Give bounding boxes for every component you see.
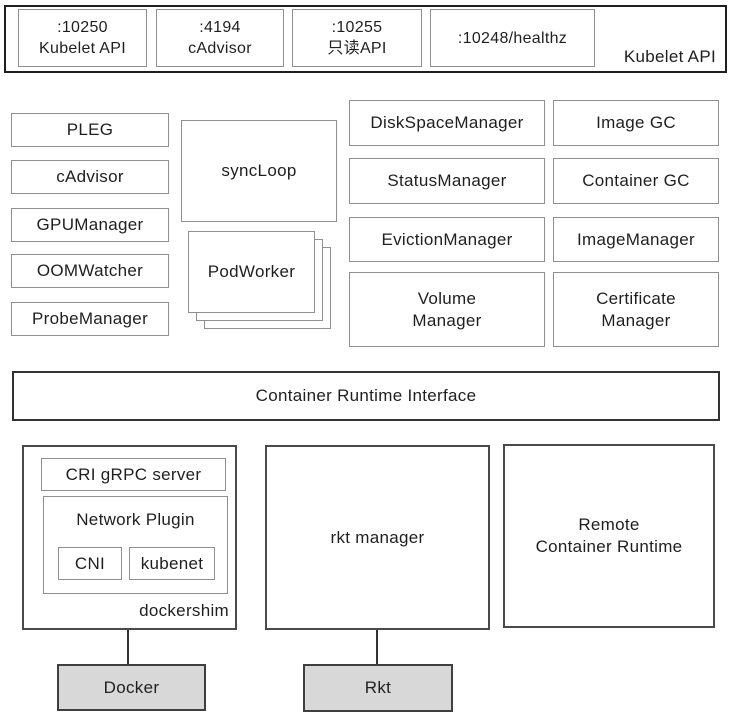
rkt-manager-box: rkt manager: [265, 445, 490, 630]
remote-container-runtime-box: Remote Container Runtime: [503, 444, 715, 628]
eviction-manager-box: EvictionManager: [349, 217, 545, 262]
pod-worker-box: PodWorker: [188, 231, 315, 313]
port-box-readonly-api: :10255 只读API: [292, 9, 422, 67]
image-gc-box: Image GC: [553, 100, 719, 146]
cri-grpc-server-box: CRI gRPC server: [41, 458, 226, 491]
rkt-box: Rkt: [303, 664, 453, 712]
kubelet-api-label: Kubelet API: [623, 47, 716, 66]
disk-space-manager-box: DiskSpaceManager: [349, 100, 545, 146]
probe-manager-box: ProbeManager: [11, 302, 169, 336]
port-box-kubelet-api: :10250 Kubelet API: [18, 9, 147, 67]
docker-box: Docker: [57, 664, 206, 711]
image-manager-box: ImageManager: [553, 217, 719, 262]
docker-connector-line: [127, 630, 129, 665]
dockershim-box: CRI gRPC server Network Plugin CNI kuben…: [22, 445, 237, 630]
cadvisor-box: cAdvisor: [11, 160, 169, 194]
kubenet-box: kubenet: [129, 547, 215, 580]
oom-watcher-box: OOMWatcher: [11, 254, 169, 288]
port-box-cadvisor: :4194 cAdvisor: [156, 9, 284, 67]
status-manager-box: StatusManager: [349, 158, 545, 204]
sync-loop-box: syncLoop: [181, 120, 337, 222]
gpu-manager-box: GPUManager: [11, 208, 169, 242]
certificate-manager-box: Certificate Manager: [553, 272, 719, 347]
network-plugin-label: Network Plugin: [76, 510, 195, 529]
cni-box: CNI: [58, 547, 122, 580]
container-runtime-interface-bar: Container Runtime Interface: [12, 371, 720, 421]
container-gc-box: Container GC: [553, 158, 719, 204]
pleg-box: PLEG: [11, 113, 169, 147]
volume-manager-box: Volume Manager: [349, 272, 545, 347]
kubelet-api-section: :10250 Kubelet API :4194 cAdvisor :10255…: [4, 5, 727, 73]
dockershim-label: dockershim: [139, 601, 229, 620]
rkt-connector-line: [376, 630, 378, 664]
network-plugin-box: Network Plugin CNI kubenet: [43, 496, 228, 594]
port-box-healthz: :10248/healthz: [430, 9, 595, 67]
